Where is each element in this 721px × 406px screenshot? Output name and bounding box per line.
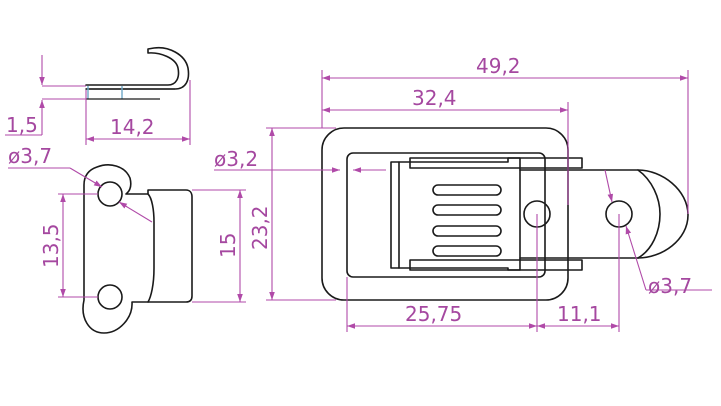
latch-hook-tongue (519, 169, 689, 259)
dim-hook-width: 14,2 (85, 80, 191, 145)
dim-thickness-label: 1,5 (6, 113, 38, 137)
dim-tip-hole-label: ø3,7 (648, 274, 692, 298)
hook-profile (85, 46, 190, 90)
dim-tip-hole: ø3,7 (604, 169, 712, 298)
bracket-front-view (82, 164, 193, 334)
dim-bracket-height-label: 15 (216, 233, 240, 258)
latch-hook-inner (637, 169, 661, 259)
dim-bracket-height: 15 (192, 189, 246, 303)
bracket-outline (82, 164, 193, 334)
dim-bracket-hole-label: ø3,7 (8, 144, 52, 168)
dim-base-height-label: 23,2 (248, 205, 272, 250)
hook-side-view (85, 46, 190, 100)
dim-bracket-hole: ø3,7 (8, 144, 153, 223)
dim-hook-width-label: 14,2 (110, 115, 155, 139)
latch-slots (432, 184, 502, 257)
dim-lever-hole-label: ø3,2 (214, 147, 258, 171)
latch-rail-top (409, 157, 583, 169)
dim-total-length: 49,2 (321, 54, 689, 214)
latch-base-inner (346, 152, 546, 278)
latch-rail-bottom (409, 259, 583, 271)
bracket-hole-bottom (97, 284, 123, 310)
dim-hole-offset-label: 25,75 (405, 302, 462, 326)
dim-base-length-label: 32,4 (412, 86, 457, 110)
bracket-bend (147, 193, 155, 303)
latch-lever-body (390, 161, 400, 269)
dim-base-length: 32,4 (322, 86, 569, 205)
dim-base-height: 23,2 (248, 127, 336, 301)
dim-hole-pitch-vertical: 13,5 (39, 193, 98, 298)
latch-base-outer (321, 127, 569, 301)
dim-hole-offset: 25,75 (346, 214, 538, 332)
bracket-hole-top (97, 181, 123, 207)
dim-total-length-label: 49,2 (476, 54, 521, 78)
dim-lever-hole: ø3,2 (214, 147, 386, 173)
dim-hole-pitch-vertical-label: 13,5 (39, 223, 63, 268)
latch-top-view (321, 127, 689, 301)
latch-lever-plate (398, 157, 521, 271)
dim-hole-pitch: 11,1 (537, 214, 620, 332)
dim-hole-pitch-label: 11,1 (557, 302, 602, 326)
dim-thickness: 1,5 (5, 55, 86, 137)
